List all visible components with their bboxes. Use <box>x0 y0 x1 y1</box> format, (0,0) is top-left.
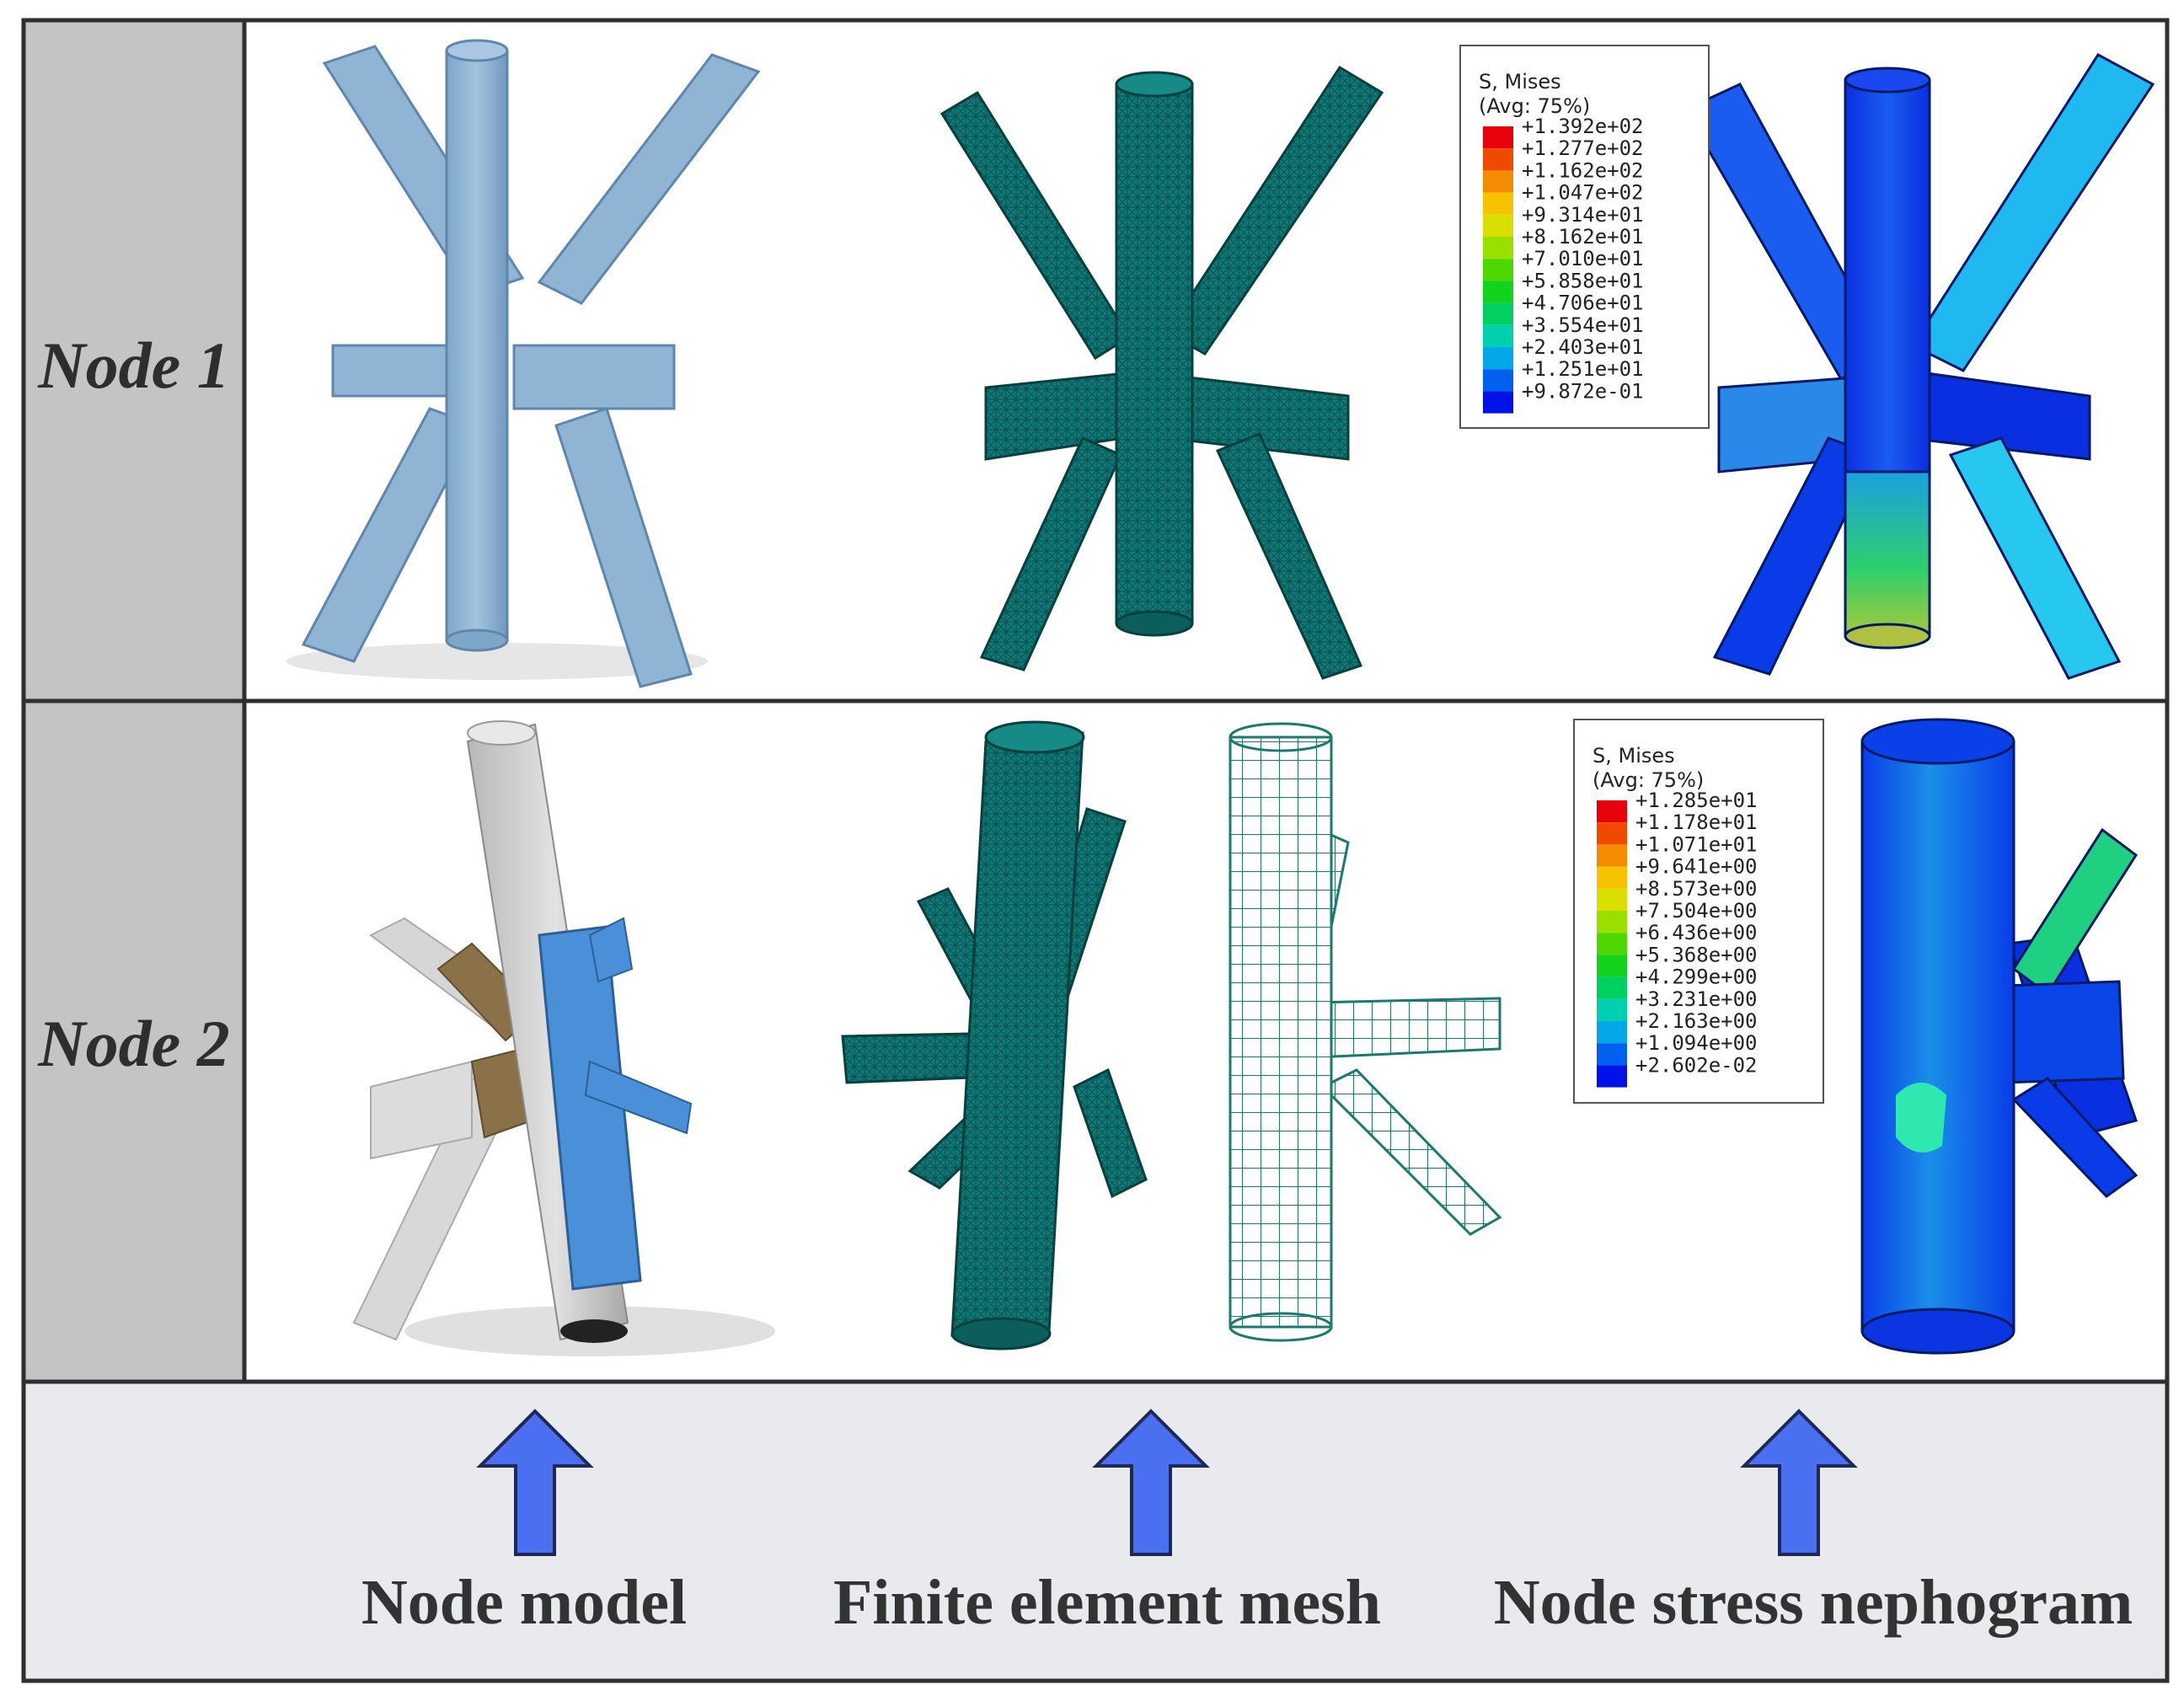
arrow-up-icon <box>476 1409 594 1556</box>
legend-color-swatch <box>1597 888 1627 911</box>
node2-model-image <box>352 720 775 1356</box>
legend-color-swatch <box>1597 955 1627 977</box>
legend-color-swatch <box>1483 126 1513 149</box>
node1-stress-image <box>1683 53 2155 680</box>
legend-color-swatch <box>1483 347 1513 370</box>
node1-model-image <box>286 39 761 688</box>
arrow-up-icon <box>1740 1409 1858 1556</box>
legend-color-swatch <box>1597 998 1627 1021</box>
legend-color-swatch <box>1483 369 1513 392</box>
node1-mesh-image <box>939 65 1384 680</box>
legend-value: +2.403e+01 <box>1522 335 1644 359</box>
legend-value: +8.573e+00 <box>1635 877 1758 901</box>
legend-color-swatch <box>1483 148 1513 171</box>
legend-value: +1.251e+01 <box>1522 357 1644 381</box>
stress-legend-1: S, Mises (Avg: 75%) +1.392e+02+1.277e+02… <box>1459 45 1710 429</box>
legend-1-scale: +1.392e+02+1.277e+02+1.162e+02+1.047e+02… <box>1483 115 1644 414</box>
legend-value: +4.706e+01 <box>1522 292 1644 315</box>
legend-color-swatch <box>1483 259 1513 281</box>
legend-value: +1.094e+00 <box>1635 1031 1758 1055</box>
legend-2-scale: +1.285e+01+1.178e+01+1.071e+01+9.641e+00… <box>1597 789 1758 1088</box>
legend-value: +5.858e+01 <box>1522 269 1644 292</box>
row-label-node-1: Node 1 <box>37 329 229 402</box>
legend-color-swatch <box>1483 281 1513 303</box>
legend-color-swatch <box>1483 192 1513 215</box>
legend-color-swatch <box>1597 844 1627 867</box>
legend-color-swatch <box>1597 1021 1627 1044</box>
legend-value: +8.162e+01 <box>1522 225 1644 249</box>
legend-value: +9.872e-01 <box>1522 379 1644 403</box>
legend-color-swatch <box>1483 214 1513 237</box>
legend-value: +5.368e+00 <box>1635 943 1758 966</box>
legend-value: +7.010e+01 <box>1522 247 1644 270</box>
legend-value: +2.163e+00 <box>1635 1009 1758 1033</box>
legend-value: +1.071e+01 <box>1635 832 1758 856</box>
legend-value: +2.602e-02 <box>1635 1053 1758 1077</box>
arrow-up-icon <box>1092 1409 1210 1556</box>
legend-value: +1.178e+01 <box>1635 810 1758 834</box>
row-label-node-2: Node 2 <box>37 1007 229 1080</box>
legend-1-title: S, Mises <box>1479 70 1561 94</box>
legend-color-swatch <box>1483 302 1513 325</box>
legend-color-swatch <box>1597 1065 1627 1088</box>
legend-color-swatch <box>1483 391 1513 414</box>
legend-value: +1.277e+02 <box>1522 136 1644 160</box>
legend-color-swatch <box>1597 933 1627 955</box>
legend-color-swatch <box>1597 1043 1627 1066</box>
row-label-cell-2 <box>21 698 247 1384</box>
legend-color-swatch <box>1597 911 1627 933</box>
legend-value: +1.162e+02 <box>1522 158 1644 182</box>
legend-value: +1.285e+01 <box>1635 789 1758 812</box>
node2-rebar-image <box>1228 722 1502 1342</box>
stress-legend-2: S, Mises (Avg: 75%) +1.285e+01+1.178e+01… <box>1573 719 1824 1104</box>
legend-value: +3.554e+01 <box>1522 313 1644 337</box>
legend-color-swatch <box>1483 324 1513 347</box>
legend-color-swatch <box>1597 866 1627 889</box>
node2-mesh-image <box>841 720 1148 1351</box>
legend-2-subtitle: (Avg: 75%) <box>1592 768 1704 792</box>
legend-color-swatch <box>1597 800 1627 823</box>
legend-2-title: S, Mises <box>1592 744 1675 768</box>
node2-stress-image <box>1860 718 2138 1355</box>
legend-color-swatch <box>1483 170 1513 193</box>
caption-node-model: Node model <box>361 1567 687 1638</box>
legend-value: +7.504e+00 <box>1635 899 1758 923</box>
row-label-cell-1 <box>21 18 247 703</box>
caption-finite-element-mesh: Finite element mesh <box>833 1567 1381 1638</box>
legend-value: +9.314e+01 <box>1522 203 1644 227</box>
legend-value: +3.231e+00 <box>1635 987 1758 1011</box>
legend-value: +4.299e+00 <box>1635 966 1758 989</box>
legend-color-swatch <box>1597 976 1627 999</box>
legend-value: +9.641e+00 <box>1635 855 1758 879</box>
legend-color-swatch <box>1597 822 1627 845</box>
caption-node-stress-nephogram: Node stress nephogram <box>1494 1567 2133 1638</box>
legend-value: +1.392e+02 <box>1522 115 1644 138</box>
legend-value: +1.047e+02 <box>1522 181 1644 205</box>
legend-1-subtitle: (Avg: 75%) <box>1479 94 1590 118</box>
legend-color-swatch <box>1483 237 1513 259</box>
legend-value: +6.436e+00 <box>1635 921 1758 944</box>
row-node-2: Node 2 <box>21 698 2170 1384</box>
